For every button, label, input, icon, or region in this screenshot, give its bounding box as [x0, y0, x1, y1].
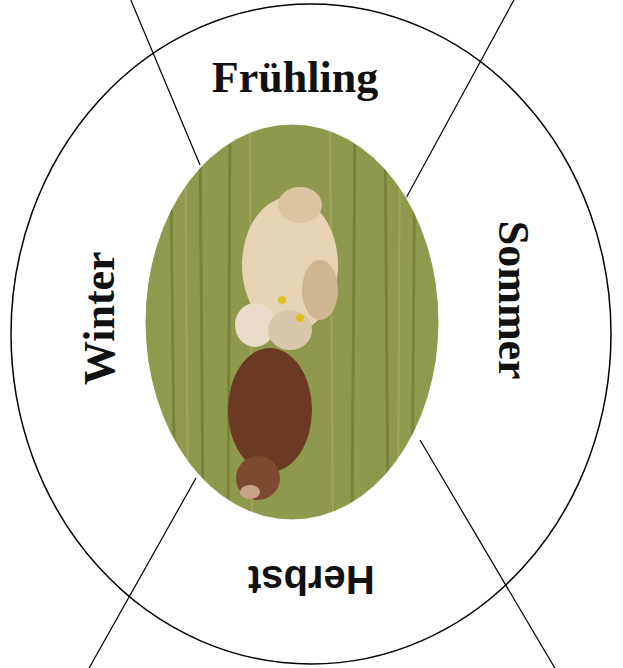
season-label: Frühling — [206, 52, 384, 104]
divider-line — [405, 0, 515, 200]
divider-line — [130, 0, 200, 165]
season-label: Sommer — [486, 215, 538, 386]
season-label: Winter — [74, 245, 126, 391]
divider-line — [420, 440, 556, 668]
season-label: Herbst — [242, 556, 381, 604]
pasture-photo — [140, 120, 445, 525]
